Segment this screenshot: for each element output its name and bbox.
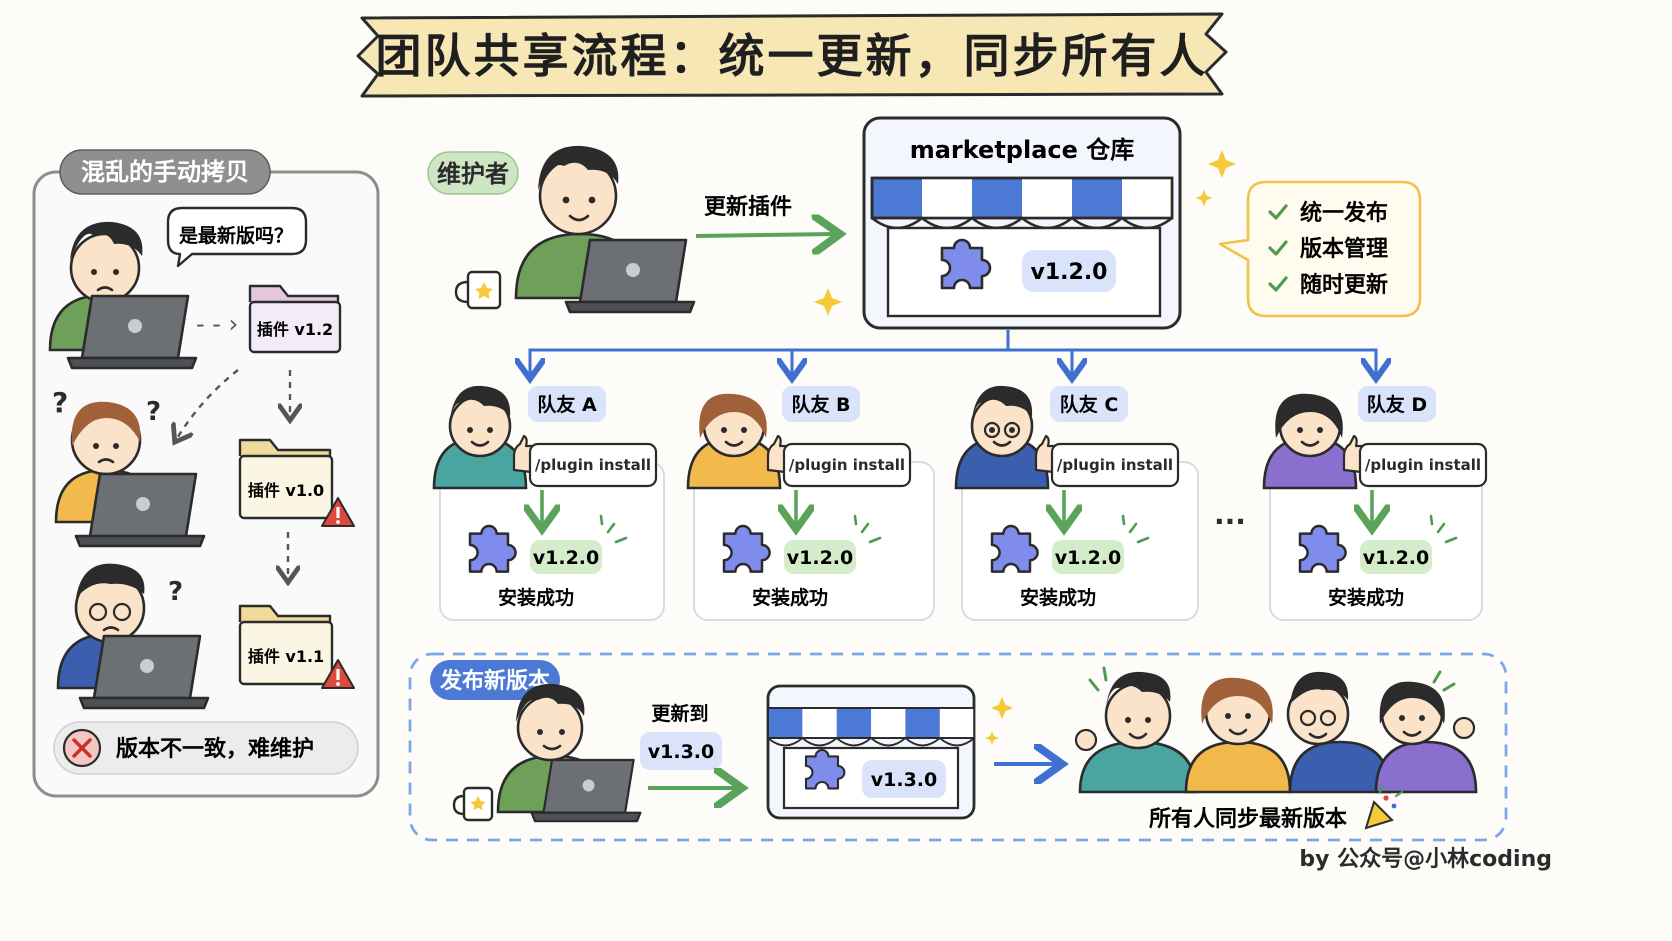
title-banner: 团队共享流程：统一更新，同步所有人 (356, 12, 1228, 98)
benefits-bubble: 统一发布 版本管理 随时更新 (1218, 180, 1422, 318)
confused-person-3: ? (56, 563, 210, 710)
happy-team-group (1074, 666, 1478, 794)
sparkle-icon (1195, 189, 1213, 207)
sparkle-icon (990, 696, 1014, 720)
installed-version: v1.2.0 (787, 547, 853, 569)
command-box (1358, 442, 1488, 488)
folder-label-v1-2: 插件 v1.2 (257, 320, 333, 339)
install-status: 安装成功 (498, 586, 574, 609)
manual-copy-title: 混乱的手动拷贝 (81, 158, 249, 186)
new-version-label: v1.3.0 (648, 741, 714, 763)
confused-person-1 (48, 221, 198, 370)
installed-version: v1.2.0 (1363, 547, 1429, 569)
install-status: 安装成功 (752, 586, 828, 609)
update-to-label: 更新到 (651, 702, 708, 725)
maintainer-person (514, 145, 696, 314)
author-credit: by 公众号@小林coding (1299, 847, 1552, 872)
update-plugin-label: 更新插件 (704, 194, 792, 220)
puzzle-icon (1298, 524, 1347, 573)
store-version-label: v1.3.0 (871, 769, 937, 791)
benefit-item: 版本管理 (1268, 236, 1388, 262)
marketplace-title: marketplace 仓库 (910, 136, 1135, 164)
installed-version: v1.2.0 (1055, 547, 1121, 569)
folder-v1-1: 插件 v1.1 (238, 604, 355, 689)
command-box (782, 442, 912, 488)
check-icon (1268, 240, 1288, 256)
sparkle-icon (814, 288, 842, 316)
dashed-arrow-icon: - - › (196, 310, 238, 338)
svg-text:?: ? (52, 386, 68, 419)
install-command: /plugin install (789, 456, 905, 474)
marketplace-version: v1.2.0 (1031, 260, 1108, 285)
install-command: /plugin install (1365, 456, 1481, 474)
maintainer-person-release (496, 683, 642, 823)
release-section: 发布新版本 更新到 v1.3.0 v1.3.0 (408, 652, 1508, 842)
teammate-card: 队友 B/plugin install v1.2.0 安装成功 (686, 386, 935, 621)
maintainer-section: 维护者 更新插件 (427, 145, 836, 314)
teammate-card: 队友 D/plugin install v1.2.0 安装成功 (1262, 386, 1488, 621)
question-bubble: 是最新版吗？ (166, 206, 308, 268)
benefit-item: 统一发布 (1268, 200, 1388, 226)
svg-text:?: ? (168, 577, 183, 607)
mug-icon (454, 270, 502, 310)
sparkle-icon (1208, 150, 1236, 178)
install-command: /plugin install (1057, 456, 1173, 474)
teammate-name: 队友 B (791, 393, 850, 416)
more-teammates-ellipsis: ... (1214, 498, 1246, 531)
benefit-2: 版本管理 (1300, 236, 1388, 262)
marketplace-repo: marketplace 仓库 v1.2.0 (862, 116, 1182, 330)
teammate-card: 队友 A/plugin install v1.2.0 安装成功 (432, 385, 665, 621)
benefit-1: 统一发布 (1300, 200, 1388, 226)
command-box (1050, 442, 1180, 488)
folder-label-v1-1: 插件 v1.1 (248, 647, 324, 666)
maintainer-badge: 维护者 (437, 160, 509, 188)
distribution-arrows (530, 330, 1376, 376)
puzzle-icon (804, 748, 846, 790)
confused-person-2: ? ? (52, 386, 206, 548)
party-popper-icon (1364, 784, 1404, 830)
page-title: 团队共享流程：统一更新，同步所有人 (376, 29, 1209, 83)
install-status: 安装成功 (1328, 586, 1404, 609)
puzzle-icon (940, 238, 992, 290)
sync-result-label: 所有人同步最新版本 (1149, 806, 1347, 832)
teammate-name: 队友 C (1060, 393, 1119, 416)
folder-label-v1-0: 插件 v1.0 (248, 481, 324, 500)
puzzle-icon (990, 524, 1039, 573)
install-status: 安装成功 (1020, 586, 1096, 609)
svg-text:?: ? (146, 397, 161, 427)
manual-copy-panel: 混乱的手动拷贝 是最新版吗？ - - › 插件 v1.2 ? ? (32, 149, 380, 798)
sparkle-icon (985, 731, 999, 745)
manual-copy-footer: 版本不一致，难维护 (116, 736, 314, 762)
bubble-text: 是最新版吗？ (179, 224, 293, 247)
update-arrow (695, 234, 836, 236)
check-icon (1268, 276, 1288, 292)
teammate-name: 队友 A (537, 393, 597, 416)
store-new-version: v1.3.0 (766, 684, 976, 820)
install-command: /plugin install (535, 456, 651, 474)
check-icon (1268, 204, 1288, 220)
puzzle-icon (722, 524, 771, 573)
puzzle-icon (468, 524, 517, 573)
teammate-card: 队友 C/plugin install v1.2.0 安装成功 (954, 385, 1199, 621)
folder-v1-0: 插件 v1.0 (238, 438, 355, 527)
mug-icon (452, 786, 494, 822)
benefit-item: 随时更新 (1268, 272, 1388, 298)
teammate-name: 队友 D (1367, 393, 1427, 416)
benefit-3: 随时更新 (1300, 272, 1388, 298)
command-box (528, 442, 658, 488)
folder-v1-2: 插件 v1.2 (248, 284, 342, 354)
installed-version: v1.2.0 (533, 547, 599, 569)
